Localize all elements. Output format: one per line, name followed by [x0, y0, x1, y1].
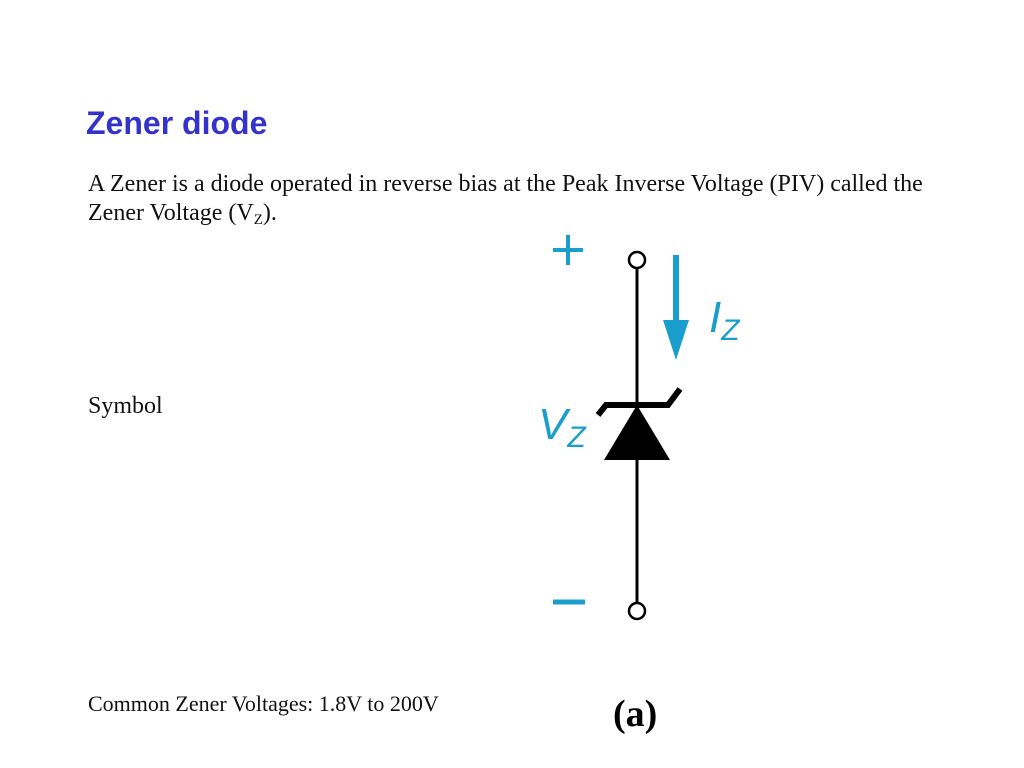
intro-paragraph: A Zener is a diode operated in reverse b… — [88, 170, 968, 228]
plus-icon — [553, 235, 583, 265]
intro-suffix: ). — [262, 200, 277, 226]
zener-circuit-svg — [553, 235, 689, 621]
top-terminal-icon — [627, 250, 647, 270]
current-arrow-icon — [663, 255, 689, 360]
intro-subscript: Z — [253, 212, 263, 228]
bottom-terminal-icon — [627, 601, 647, 621]
voltage-label: VZ — [538, 400, 586, 453]
current-label: IZ — [709, 293, 740, 346]
zener-cathode-bar — [595, 387, 683, 417]
zener-diode-diagram: IZ VZ (a) — [520, 225, 780, 755]
intro-text: A Zener is a diode operated in reverse b… — [88, 171, 923, 226]
slide-title-text: Zener diode — [86, 105, 268, 141]
symbol-label: Symbol — [88, 393, 163, 419]
current-label-sub: Z — [721, 314, 740, 347]
current-label-main: I — [709, 293, 722, 342]
voltage-label-sub: Z — [567, 421, 586, 454]
panel-label: (a) — [613, 693, 658, 735]
slide-title: Zener diode — [86, 103, 267, 143]
common-voltages-text: Common Zener Voltages: 1.8V to 200V — [88, 691, 439, 716]
voltage-label-main: V — [538, 400, 568, 449]
zener-diode-symbol-icon — [604, 405, 670, 460]
